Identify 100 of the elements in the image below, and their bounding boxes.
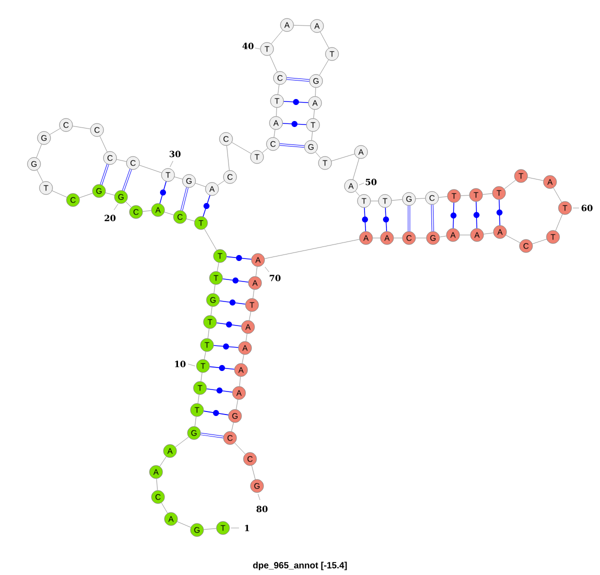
base-pair-line: [203, 410, 229, 416]
backbone-line: [320, 32, 330, 48]
backbone-line: [50, 128, 60, 135]
backbone-line: [315, 88, 316, 96]
backbone-line: [186, 218, 195, 222]
backbone-line: [161, 502, 168, 514]
backbone-line: [36, 170, 44, 182]
base-pair-line: [431, 204, 434, 232]
position-number: 20: [104, 204, 118, 222]
backbone-line: [164, 212, 174, 216]
base-pair-line: [216, 322, 242, 328]
backbone-line: [236, 399, 238, 410]
base-pair-line: [362, 207, 368, 232]
backbone-line: [527, 177, 544, 181]
backbone-line: [483, 232, 494, 234]
base-pair-line: [200, 432, 224, 438]
base-pair-line: [122, 168, 132, 191]
backbone-line: [160, 456, 166, 467]
backbone-line: [276, 108, 277, 116]
backbone-line: [195, 182, 206, 188]
base-pair-line: [408, 206, 410, 232]
base-pair-line: [202, 195, 210, 217]
backbone-line: [72, 126, 91, 130]
base-pair-line: [100, 164, 109, 185]
backbone-line: [52, 190, 68, 198]
backbone-line: [208, 328, 210, 339]
base-pair-line: [209, 365, 235, 371]
backbone-line: [416, 198, 426, 199]
backbone-line: [126, 202, 132, 208]
base-pair-line: [213, 344, 239, 350]
backbone-line: [216, 262, 220, 272]
position-number: 60: [572, 204, 593, 212]
backbone-line: [204, 228, 217, 250]
backbone-line: [176, 521, 192, 528]
base-pair-line: [180, 187, 188, 211]
backbone-line: [553, 188, 562, 202]
backbone-line: [532, 238, 547, 244]
backbone-line: [270, 54, 278, 72]
backbone-line: [271, 30, 283, 44]
backbone-line: [79, 192, 93, 198]
backbone-line: [234, 442, 246, 454]
position-number: 50: [358, 178, 377, 186]
backbone-line: [251, 465, 256, 480]
backbone-line: [439, 236, 447, 238]
backbone-line: [370, 200, 378, 202]
backbone-line: [239, 376, 241, 387]
caption: dpe_965_annot [-15.4]: [253, 562, 347, 570]
base-pair-line: [206, 388, 233, 394]
position-number: 70: [264, 266, 281, 282]
backbone-line: [294, 24, 310, 26]
base-pair-line: [474, 201, 480, 229]
backbone-line: [200, 372, 202, 382]
position-number: 40: [242, 42, 260, 50]
backbone-line: [232, 142, 252, 154]
backbone-line: [460, 195, 470, 196]
backbone-line: [214, 284, 216, 294]
backbone-line: [460, 234, 470, 236]
backbone-line: [246, 333, 248, 342]
backbone-line: [391, 199, 403, 201]
backbone-line: [315, 152, 321, 158]
base-pair-line: [226, 255, 252, 261]
backbone-line: [204, 351, 206, 360]
backbone-line: [194, 416, 196, 427]
backbone-line: [355, 190, 360, 196]
backbone-line: [352, 158, 360, 180]
backbone-line: [252, 289, 254, 299]
position-number: 30: [170, 150, 181, 168]
backbone-line: [248, 311, 252, 321]
backbone-line: [105, 192, 115, 196]
backbone-line: [139, 164, 162, 174]
base-pair-line: [159, 181, 167, 204]
backbone-line: [278, 84, 280, 95]
base-pair-line: [383, 207, 389, 232]
backbone-line: [504, 180, 516, 190]
backbone-line: [217, 180, 225, 186]
backbone-line: [313, 109, 315, 119]
base-pair-line: [219, 300, 246, 306]
backbone-line: [482, 193, 493, 195]
backbone-line: [116, 159, 127, 162]
backbone-line: [256, 266, 258, 277]
base-pair-line: [286, 77, 310, 82]
position-number: 1: [230, 524, 250, 532]
backbone-line: [331, 154, 355, 162]
base-pair-line: [280, 143, 304, 148]
backbone-line: [274, 129, 276, 138]
backbone-line: [156, 478, 158, 491]
backbone-line: [264, 239, 360, 259]
backbone-line: [36, 144, 42, 158]
backbone-line: [175, 436, 189, 448]
backbone-line: [203, 528, 217, 530]
backbone-line: [174, 176, 183, 180]
backbone-line: [210, 306, 212, 316]
base-pair-line: [283, 99, 309, 105]
position-number: 80: [256, 494, 268, 512]
backbone-line: [319, 60, 329, 76]
base-pair-line: [222, 278, 249, 284]
backbone-line: [142, 210, 152, 212]
backbone-line: [226, 145, 230, 171]
backbone-line: [506, 234, 520, 244]
position-number: 10: [175, 360, 196, 368]
